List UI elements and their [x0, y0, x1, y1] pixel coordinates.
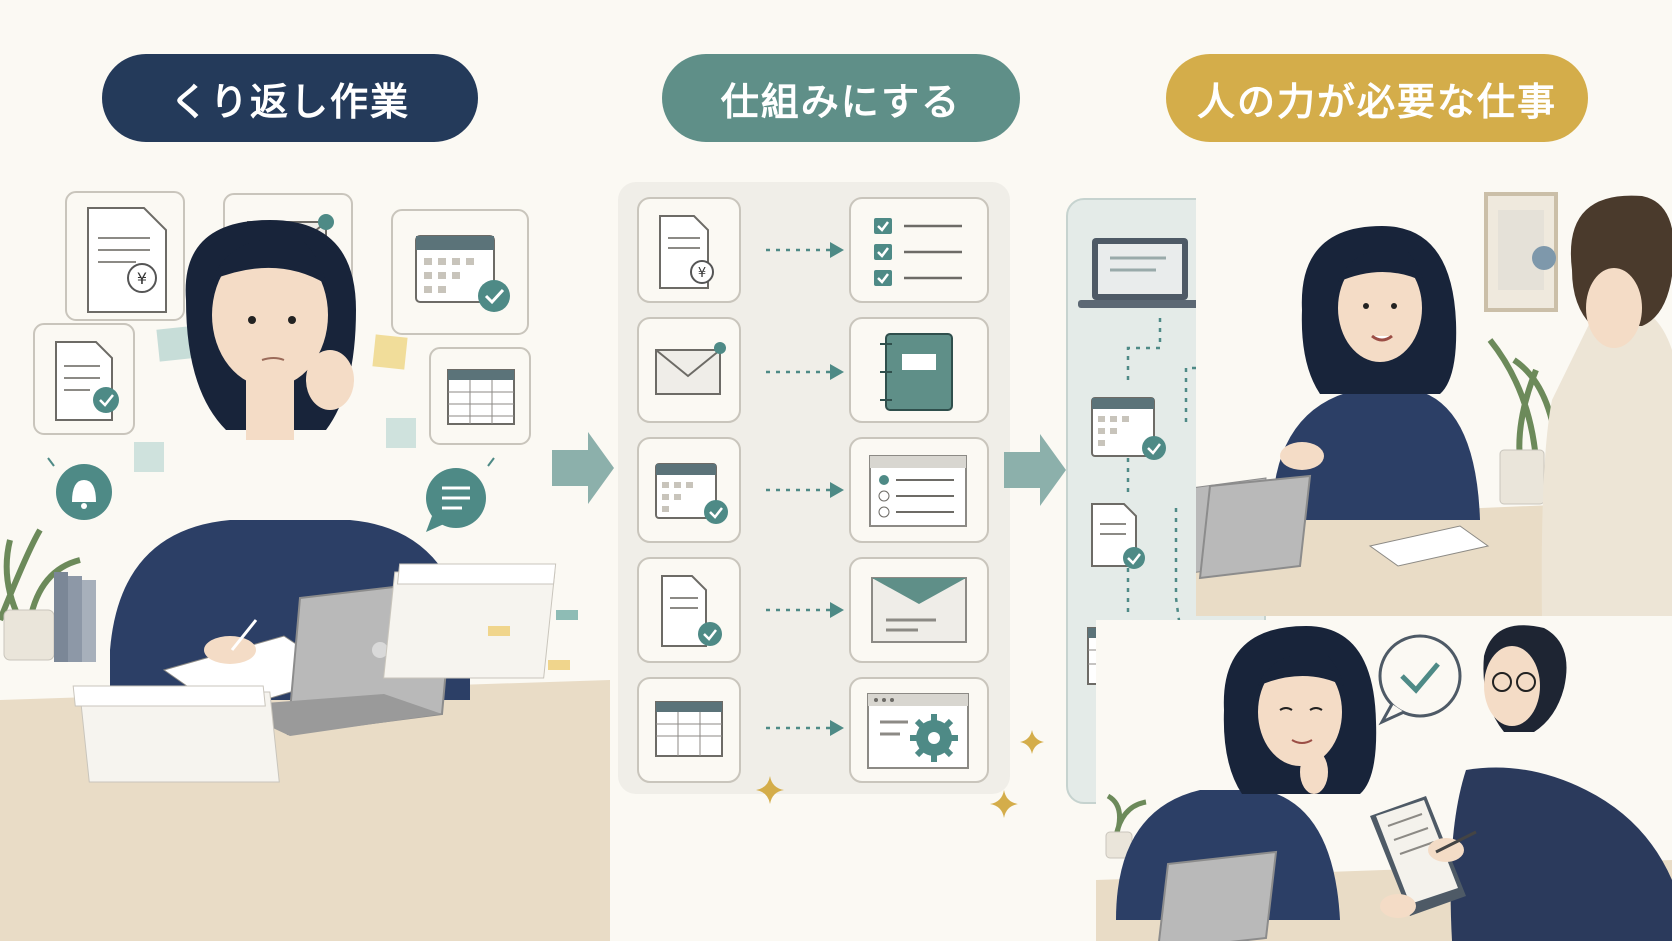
invoice-yen-icon: ¥: [637, 197, 741, 303]
mail-icon: [637, 317, 741, 423]
step2-label: 仕組みにする: [662, 54, 1020, 142]
sparkle-icon: [990, 790, 1018, 818]
step3-label: 人の力が必要な仕事: [1166, 54, 1588, 142]
step2-text: 仕組みにする: [720, 79, 962, 124]
sparkle-icon: [1020, 730, 1044, 754]
arrow-right-icon: [552, 432, 614, 504]
check-bubble-icon: [1378, 634, 1462, 726]
step1-label: くり返し作業: [102, 54, 478, 142]
document-check-icon: [1091, 503, 1145, 569]
meeting-scene-top: [1196, 190, 1672, 616]
document-check-icon: [33, 323, 135, 435]
meeting-scene-bottom: [1096, 620, 1672, 941]
step1-text: くり返し作業: [169, 79, 410, 124]
document-check-icon: [637, 557, 741, 663]
svg-text:¥: ¥: [698, 266, 706, 281]
paper-stack-right: [383, 563, 578, 679]
chat-bubble-icon: [426, 457, 495, 532]
calendar-check-icon: [1091, 397, 1166, 460]
spreadsheet-icon: [429, 347, 531, 445]
invoice-yen-icon: ¥: [65, 191, 185, 321]
step3-text: 人の力が必要な仕事: [1196, 79, 1557, 124]
plant: [0, 528, 81, 661]
binder-icon: [849, 317, 989, 423]
sparkle-icon: [756, 776, 784, 804]
laptop-icon: [1078, 238, 1202, 308]
arrow-right-icon: [1004, 434, 1066, 506]
radio-list-icon: [849, 437, 989, 543]
checklist-icon: [849, 197, 989, 303]
calendar-check-icon: [637, 437, 741, 543]
browser-gear-icon: [849, 677, 989, 783]
envelope-open-icon: [849, 557, 989, 663]
process-mapping: ¥: [637, 197, 989, 783]
svg-text:¥: ¥: [137, 269, 147, 288]
paper-stack-left: [72, 685, 280, 783]
bell-icon: [47, 457, 112, 520]
repetitive-work-illustration: ¥: [0, 191, 610, 941]
spreadsheet-icon: [637, 677, 741, 783]
calendar-check-icon: [391, 209, 529, 335]
